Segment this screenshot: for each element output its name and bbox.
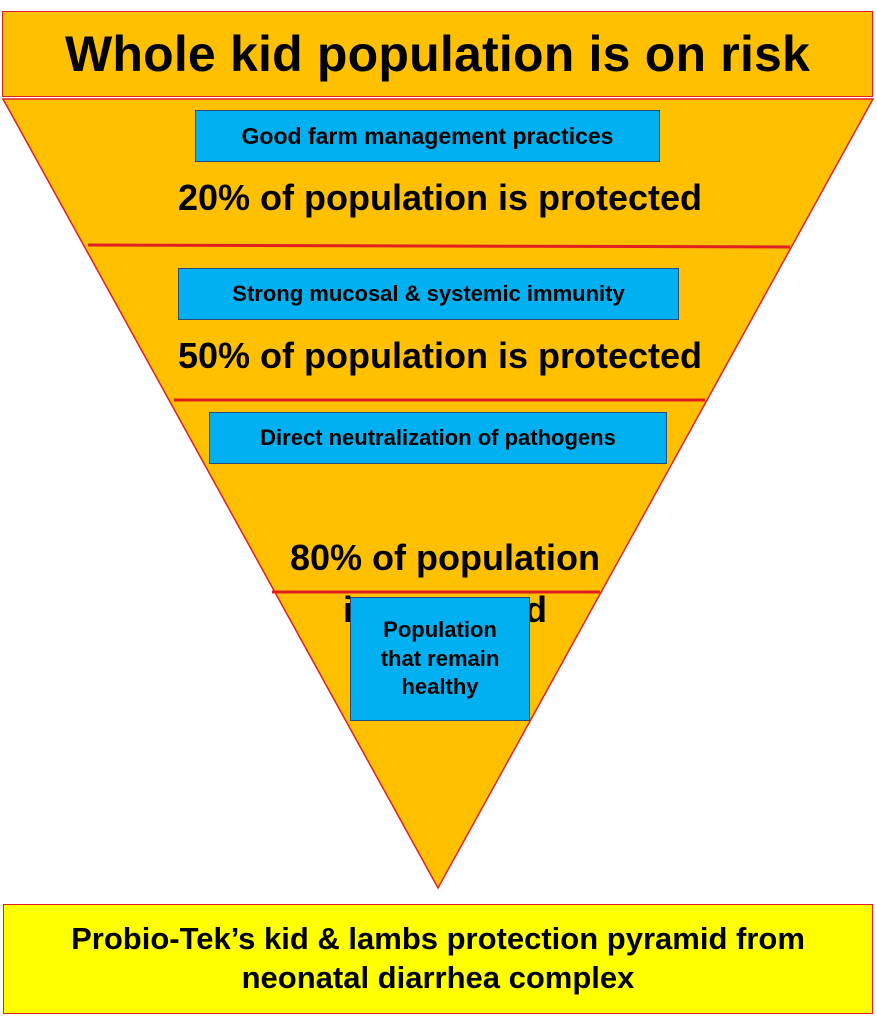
diagram-title: Whole kid population is on risk — [64, 26, 811, 82]
title-bar: Whole kid population is on risk — [2, 11, 873, 97]
tier-3-label: Direct neutralization of pathogens — [209, 412, 667, 464]
tier-4-label: Population that remain healthy — [350, 597, 530, 721]
tier-2-protection: 50% of population is protected — [177, 335, 703, 376]
tier-divider-1 — [87, 243, 791, 249]
tier-2-label: Strong mucosal & systemic immunity — [178, 268, 679, 320]
tier-1-label: Good farm management practices — [195, 110, 660, 162]
footer-caption-box: Probio-Tek’s kid & lambs protection pyra… — [3, 904, 873, 1014]
tier-1-protection: 20% of population is protected — [177, 177, 703, 218]
footer-caption: Probio-Tek’s kid & lambs protection pyra… — [71, 921, 805, 995]
